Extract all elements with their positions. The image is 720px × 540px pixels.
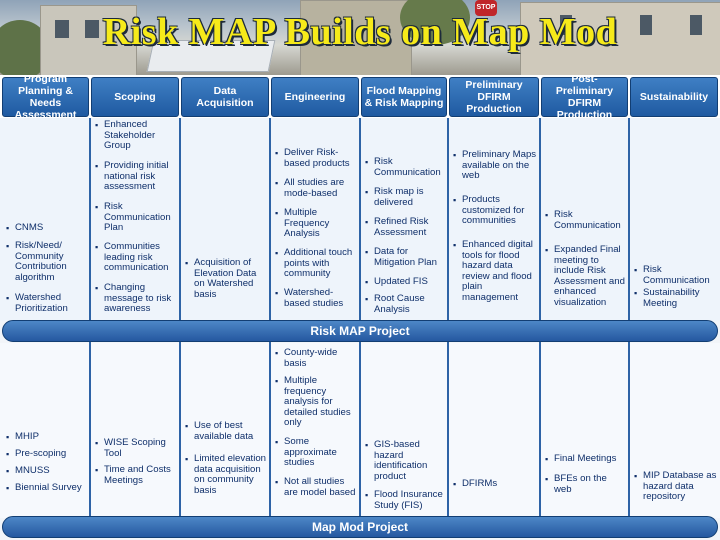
list-item: Not all studies are model based (275, 476, 357, 498)
list-item: Refined Risk Assessment (365, 216, 445, 238)
column-divider (269, 118, 271, 518)
banner-photo: STOP Risk MAP Builds on Map Mod (0, 0, 720, 75)
column-divider (539, 118, 541, 518)
header-program-planning: Program Planning & Needs Assessment (2, 73, 89, 121)
risk-map-project-bar: Risk MAP Project (2, 320, 718, 342)
risk-map-col-program-planning: CNMS Risk/Need/ Community Contribution a… (2, 75, 89, 321)
header-flood-mapping: Flood Mapping & Risk Mapping (361, 77, 447, 117)
list-item: Time and Costs Meetings (95, 464, 177, 486)
list-item: Risk/Need/ Community Contribution algori… (6, 240, 87, 283)
list-item: GIS-based hazard identification product (365, 439, 445, 482)
map-mod-col-sustainability: MIP Database as hazard data repository (630, 343, 720, 518)
column-divider (179, 118, 181, 518)
list-item: BFEs on the web (545, 473, 626, 495)
risk-map-col-data-acquisition: Acquisition of Elevation Data on Watersh… (181, 75, 269, 321)
map-mod-col-program-planning: MHIP Pre-scoping MNUSS Biennial Survey (2, 343, 89, 518)
list-item: County-wide basis (275, 347, 357, 369)
list-item: Risk Communication Plan (95, 201, 177, 234)
list-item: Data for Mitigation Plan (365, 246, 445, 268)
comparison-grid: Program Planning & Needs Assessment Scop… (0, 73, 720, 540)
list-item: DFIRMs (453, 478, 537, 490)
window-shape (640, 15, 652, 35)
list-item: Watershed Prioritization (6, 292, 87, 314)
list-item: Additional touch points with community (275, 247, 357, 280)
list-item: Risk Communication (634, 264, 718, 286)
list-item: Multiple Frequency Analysis (275, 207, 357, 240)
map-mod-col-data-acquisition: Use of best available data Limited eleva… (181, 343, 269, 518)
list-item: Multiple frequency analysis for detailed… (275, 375, 357, 429)
building-shape (40, 5, 137, 75)
stop-sign-icon: STOP (475, 0, 497, 16)
list-item: Enhanced Stakeholder Group (95, 119, 177, 152)
header-engineering: Engineering (271, 77, 359, 117)
list-item: Sustainability Meeting (634, 287, 718, 309)
risk-map-col-scoping: Enhanced Stakeholder Group Providing ini… (91, 75, 179, 321)
window-shape (690, 15, 702, 35)
window-shape (55, 20, 69, 38)
list-item: Products customized for communities (453, 194, 537, 227)
tree-shape (400, 0, 470, 45)
map-mod-col-engineering: County-wide basis Multiple frequency ana… (271, 343, 359, 518)
map-mod-col-flood-mapping: GIS-based hazard identification product … (361, 343, 447, 518)
list-item: MNUSS (6, 465, 87, 477)
window-shape (560, 15, 572, 35)
list-item: Risk Communication (545, 209, 626, 231)
list-item: Enhanced digital tools for flood hazard … (453, 239, 537, 303)
list-item: Use of best available data (185, 420, 267, 442)
list-item: MIP Database as hazard data repository (634, 470, 718, 503)
building-shape (520, 2, 720, 75)
column-divider (628, 118, 630, 518)
list-item: Pre-scoping (6, 448, 87, 460)
list-item: Some approximate studies (275, 436, 357, 469)
list-item: Risk map is delivered (365, 186, 445, 208)
list-item: Root Cause Analysis (365, 293, 445, 315)
list-item: Providing initial national risk assessme… (95, 160, 177, 193)
list-item: Communities leading risk communication (95, 241, 177, 274)
header-data-acquisition: Data Acquisition (181, 77, 269, 117)
list-item: Limited elevation data acquisition on co… (185, 453, 267, 496)
list-item: WISE Scoping Tool (95, 437, 177, 459)
risk-map-col-flood-mapping: Risk Communication Risk map is delivered… (361, 75, 447, 321)
list-item: All studies are mode-based (275, 177, 357, 199)
map-mod-col-post-preliminary-dfirm: Final Meetings BFEs on the web (541, 343, 628, 518)
list-item: Risk Communication (365, 156, 445, 178)
risk-map-col-sustainability: Risk Communication Sustainability Meetin… (630, 75, 720, 321)
window-shape (85, 20, 99, 38)
list-item: Deliver Risk-based products (275, 147, 357, 169)
list-item: CNMS (6, 222, 87, 234)
column-divider (89, 118, 91, 518)
list-item: Changing message to risk awareness (95, 282, 177, 315)
list-item: Acquisition of Elevation Data on Watersh… (185, 257, 267, 300)
slide-title: Risk MAP Builds on Map Mod (102, 11, 618, 53)
list-item: Preliminary Maps available on the web (453, 149, 537, 182)
list-item: Flood Insurance Study (FIS) (365, 489, 445, 511)
list-item: Watershed-based studies (275, 287, 357, 309)
list-item: Expanded Final meeting to include Risk A… (545, 244, 626, 308)
map-mod-project-bar: Map Mod Project (2, 516, 718, 538)
header-preliminary-dfirm: Preliminary DFIRM Production (449, 77, 539, 117)
map-mod-col-preliminary-dfirm: DFIRMs (449, 343, 539, 518)
risk-map-col-engineering: Deliver Risk-based products All studies … (271, 75, 359, 321)
column-divider (359, 118, 361, 518)
risk-map-col-post-preliminary-dfirm: Risk Communication Expanded Final meetin… (541, 75, 628, 321)
header-sustainability: Sustainability (630, 77, 718, 117)
list-item: Final Meetings (545, 453, 626, 465)
list-item: MHIP (6, 431, 87, 443)
risk-map-col-preliminary-dfirm: Preliminary Maps available on the web Pr… (449, 75, 539, 321)
header-row: Program Planning & Needs Assessment Scop… (0, 73, 720, 121)
column-divider (447, 118, 449, 518)
map-mod-col-scoping: WISE Scoping Tool Time and Costs Meeting… (91, 343, 179, 518)
list-item: Biennial Survey (6, 482, 87, 494)
header-scoping: Scoping (91, 77, 179, 117)
list-item: Updated FIS (365, 276, 445, 288)
